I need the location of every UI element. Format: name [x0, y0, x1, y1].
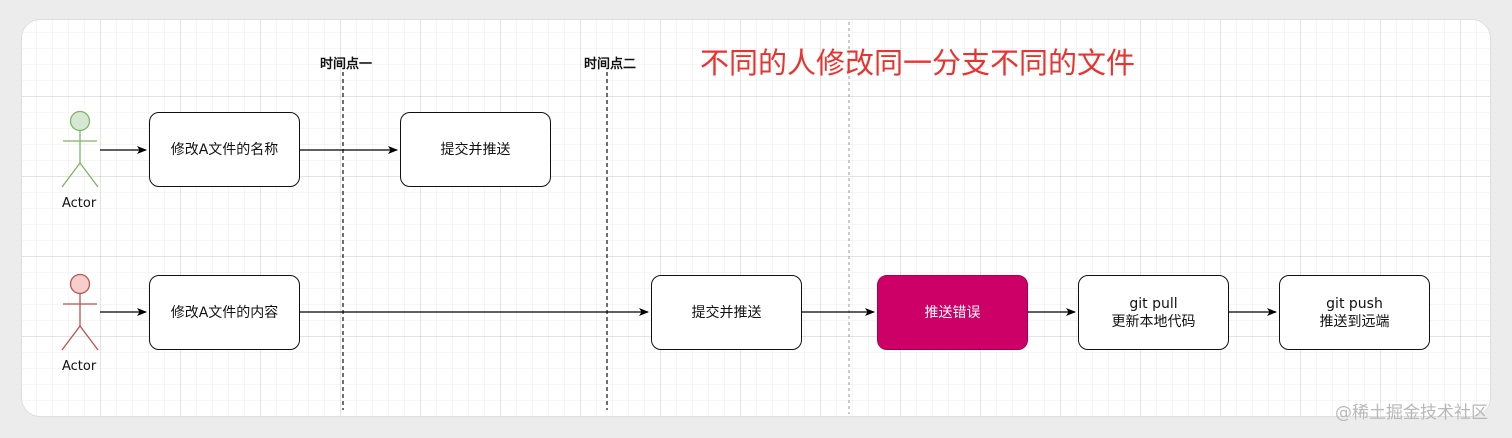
watermark: @稀土掘金技术社区 — [1335, 403, 1488, 423]
node-push-error[interactable]: 推送错误 — [877, 275, 1028, 350]
node-rename-file-a[interactable]: 修改A文件的名称 — [149, 112, 300, 187]
node-git-push[interactable]: git push 推送到远端 — [1279, 275, 1430, 350]
actor-2-figure — [61, 273, 99, 351]
node-push-error-text: 推送错误 — [924, 304, 981, 321]
grid-canvas — [22, 20, 1490, 416]
node-commit-push-1-text: 提交并推送 — [440, 141, 511, 158]
actor-2-label: Actor — [62, 359, 97, 374]
diagram-title: 不同的人修改同一分支不同的文件 — [700, 46, 1136, 80]
node-commit-push-1[interactable]: 提交并推送 — [400, 112, 551, 187]
time-marker-2-label: 时间点二 — [584, 57, 637, 72]
actor-1-figure — [61, 110, 99, 188]
node-git-pull-line2: 更新本地代码 — [1111, 313, 1196, 330]
node-rename-file-a-text: 修改A文件的名称 — [170, 141, 279, 158]
node-git-pull[interactable]: git pull 更新本地代码 — [1078, 275, 1229, 350]
node-commit-push-2[interactable]: 提交并推送 — [651, 275, 802, 350]
node-commit-push-2-text: 提交并推送 — [691, 304, 762, 321]
node-git-pull-line1: git pull — [1129, 295, 1178, 312]
time-marker-1-label: 时间点一 — [320, 57, 373, 72]
actor-1-label: Actor — [62, 196, 97, 211]
node-git-push-line1: git push — [1326, 295, 1383, 312]
node-modify-file-a-text: 修改A文件的内容 — [170, 304, 279, 321]
node-git-push-line2: 推送到远端 — [1319, 313, 1390, 330]
node-modify-file-a[interactable]: 修改A文件的内容 — [149, 275, 300, 350]
